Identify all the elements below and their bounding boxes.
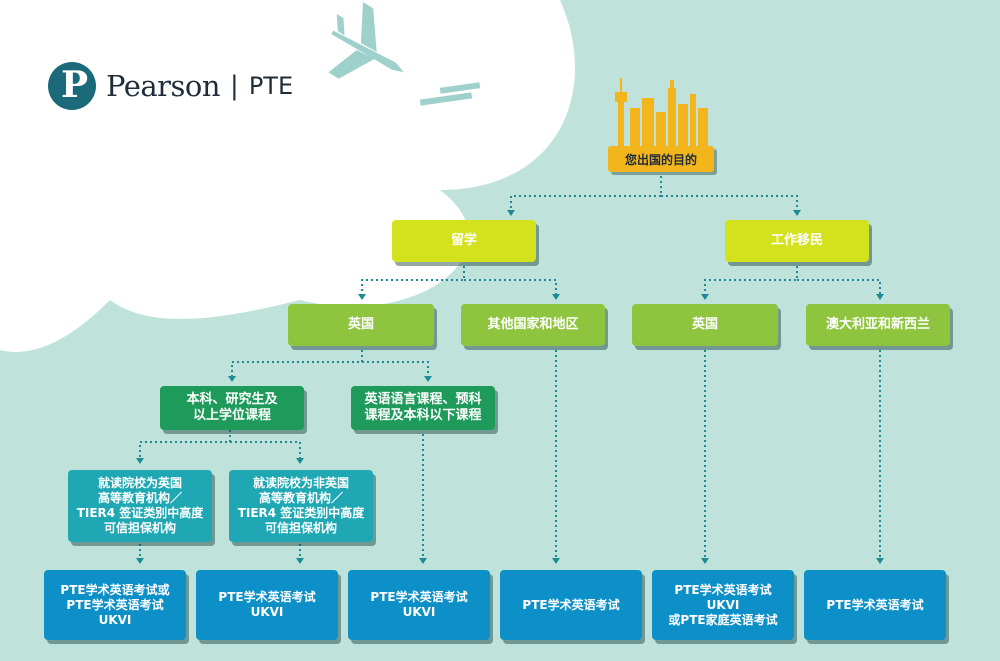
node-degree-courses: 本科、研究生及 以上学位课程 — [160, 386, 304, 430]
node-other-countries: 其他国家和地区 — [461, 304, 605, 346]
result-box: PTE学术英语考试或 PTE学术英语考试 UKVI — [44, 570, 186, 640]
logo-product: PTE — [248, 72, 294, 100]
node-australia-nz: 澳大利亚和新西兰 — [806, 304, 950, 346]
result-box: PTE学术英语考试 — [500, 570, 642, 640]
result-box: PTE学术英语考试 UKVI 或PTE家庭英语考试 — [652, 570, 794, 640]
result-box: PTE学术英语考试 — [804, 570, 946, 640]
result-box: PTE学术英语考试 UKVI — [196, 570, 338, 640]
logo-brand: Pearson — [106, 69, 221, 103]
node-uk-institution: 就读院校为英国 高等教育机构／ TIER4 签证类别中高度 可信担保机构 — [68, 470, 212, 542]
logo-separator: | — [230, 71, 239, 101]
city-skyline-icon — [615, 78, 708, 148]
node-work-migration: 工作移民 — [725, 220, 869, 262]
node-work-uk: 英国 — [632, 304, 778, 346]
node-study-uk: 英国 — [288, 304, 434, 346]
result-box: PTE学术英语考试 UKVI — [348, 570, 490, 640]
root-node: 您出国的目的 — [608, 146, 714, 172]
pearson-logo-icon: P — [48, 62, 96, 110]
node-nonuk-institution: 就读院校为非英国 高等教育机构／ TIER4 签证类别中高度 可信担保机构 — [229, 470, 373, 542]
node-study: 留学 — [392, 220, 536, 262]
node-language-courses: 英语语言课程、预科 课程及本科以下课程 — [351, 386, 495, 430]
pearson-logo: P Pearson | PTE — [48, 62, 293, 110]
airplane-icon — [328, 2, 404, 79]
